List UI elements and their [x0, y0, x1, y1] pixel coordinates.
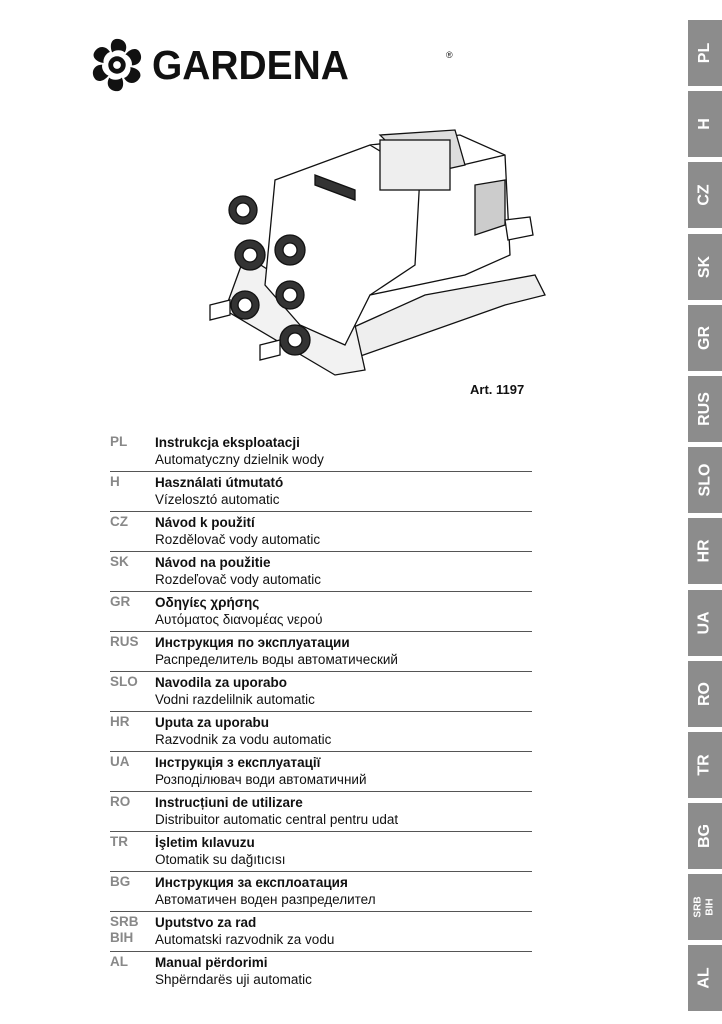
language-code: SK: [110, 554, 129, 569]
tab-label: CZ: [695, 184, 713, 207]
manual-title: Návod na použitie: [155, 555, 271, 570]
tab-bg[interactable]: BG: [688, 803, 722, 870]
language-code: RUS: [110, 634, 139, 649]
product-name: Розподілювач води автоматичний: [155, 772, 367, 787]
language-code: CZ: [110, 514, 128, 529]
product-illustration: [209, 129, 546, 376]
brand-name: GARDENA: [152, 41, 349, 88]
language-code: GR: [110, 594, 131, 609]
product-name: Distribuitor automatic central pentru ud…: [155, 812, 399, 827]
language-code: SLO: [110, 674, 138, 689]
product-name: Shpërndarës uji automatic: [155, 972, 312, 987]
language-code: UA: [110, 754, 130, 769]
tab-al[interactable]: AL: [688, 945, 722, 1012]
manual-title: Інструкція з експлуатації: [155, 755, 321, 770]
tab-rus[interactable]: RUS: [688, 375, 722, 442]
language-code: HR: [110, 714, 130, 729]
manual-title: Uputstvo za rad: [155, 915, 257, 930]
tab-tr[interactable]: TR: [688, 731, 722, 798]
manual-title: Návod k použití: [155, 515, 255, 530]
product-name: Automatski razvodnik za vodu: [155, 932, 335, 947]
tab-ro[interactable]: RO: [688, 660, 722, 727]
tab-label: SLO: [695, 463, 713, 497]
product-name: Αυτόματος διανομέας νερού: [155, 612, 323, 627]
language-code: RO: [110, 794, 131, 809]
product-name: Автоматичен воден разпределител: [155, 892, 376, 907]
manual-title: Uputa za uporabu: [155, 715, 269, 730]
language-code: PL: [110, 434, 128, 449]
language-code: BG: [110, 874, 131, 889]
tab-label: RUS: [696, 392, 713, 426]
tab-ua[interactable]: UA: [688, 589, 722, 656]
product-name: Razvodnik za vodu automatic: [155, 732, 332, 747]
tab-slo[interactable]: SLO: [688, 447, 722, 514]
product-name: Rozdělovač vody automatic: [155, 532, 321, 547]
product-name: Распределитель воды автоматический: [155, 652, 398, 667]
tab-label: HR: [695, 539, 713, 563]
manual-title: İşletim kılavuzu: [155, 835, 255, 850]
language-code: AL: [110, 954, 128, 969]
tab-sk[interactable]: SK: [688, 233, 722, 300]
gardena-flower-icon: [92, 38, 142, 92]
registered-mark: ®: [446, 50, 453, 60]
manual-title: Instrukcja eksploatacji: [155, 435, 300, 450]
tab-h[interactable]: H: [688, 91, 722, 158]
tab-label: TR: [695, 754, 713, 776]
tab-gr[interactable]: GR: [688, 304, 722, 371]
tab-label: PL: [695, 42, 713, 64]
manual-title: Instrucțiuni de utilizare: [155, 795, 303, 810]
gardena-logo: GARDENA ®: [88, 36, 453, 94]
tab-label: UA: [695, 610, 713, 635]
article-number: Art. 1197: [470, 382, 525, 397]
tab-label: GR: [696, 325, 713, 350]
tab-hr[interactable]: HR: [688, 518, 722, 585]
product-name: Vodni razdelilnik automatic: [155, 692, 315, 707]
product-name: Rozdeľovač vody automatic: [155, 572, 322, 587]
product-name: Otomatik su dağıtıcısı: [155, 852, 286, 867]
product-name: Vízelosztó automatic: [155, 492, 280, 507]
tab-cz[interactable]: CZ: [688, 162, 722, 229]
product-name: Automatyczny dzielnik wody: [155, 452, 324, 467]
language-code: H: [110, 474, 120, 489]
tab-label: BG: [696, 824, 713, 849]
tab-label: H: [696, 118, 713, 130]
tab-pl[interactable]: PL: [688, 20, 722, 86]
manual-title: Használati útmutató: [155, 475, 284, 490]
manual-title: Manual përdorimi: [155, 955, 268, 970]
manual-title: Navodila za uporabo: [155, 675, 288, 690]
language-code: TR: [110, 834, 128, 849]
tab-label: AL: [695, 967, 713, 990]
manual-title: Οδηγίες χρήσης: [155, 595, 260, 610]
manual-title: Инструкция по эксплуатации: [155, 635, 350, 650]
tab-label: RO: [696, 681, 713, 706]
manual-title: Инструкция за експлоатация: [155, 875, 348, 890]
tab-label: SK: [695, 255, 713, 278]
